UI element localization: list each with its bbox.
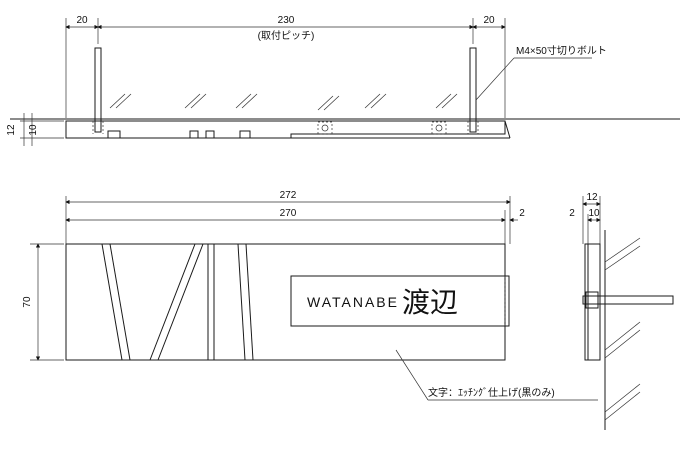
front-view: 272 270 2 WATANABE 渡辺 70 文字：ｴｯﾁﾝｸﾞ仕上げ(黒の… bbox=[22, 190, 598, 401]
dim-side-total: 12 bbox=[586, 192, 598, 203]
side-view: 12 2 10 bbox=[569, 192, 674, 430]
dim-plate: 270 bbox=[280, 208, 297, 219]
dim-side-a: 2 bbox=[569, 208, 575, 219]
dim-height-inner: 10 bbox=[28, 124, 39, 136]
dim-top-left: 20 bbox=[76, 15, 88, 26]
dim-height: 70 bbox=[22, 296, 33, 308]
finish-note: 文字：ｴｯﾁﾝｸﾞ仕上げ(黒のみ) bbox=[428, 386, 555, 399]
name-jp: 渡辺 bbox=[402, 286, 458, 319]
dim-top-center-sub: (取付ピッチ) bbox=[258, 29, 315, 42]
dim-overall: 272 bbox=[280, 190, 297, 201]
dim-offset: 2 bbox=[519, 208, 525, 219]
name-panel bbox=[290, 275, 510, 327]
dim-side-b: 10 bbox=[588, 208, 600, 219]
top-view: 20 230 (取付ピッチ) 20 bbox=[6, 15, 680, 146]
dim-top-center: 230 bbox=[278, 15, 295, 26]
dim-top-right: 20 bbox=[483, 15, 495, 26]
bolt-note: M4×50寸切りボルト bbox=[516, 44, 607, 57]
name-en: WATANABE bbox=[307, 294, 399, 310]
dim-height-outer: 12 bbox=[6, 124, 17, 136]
